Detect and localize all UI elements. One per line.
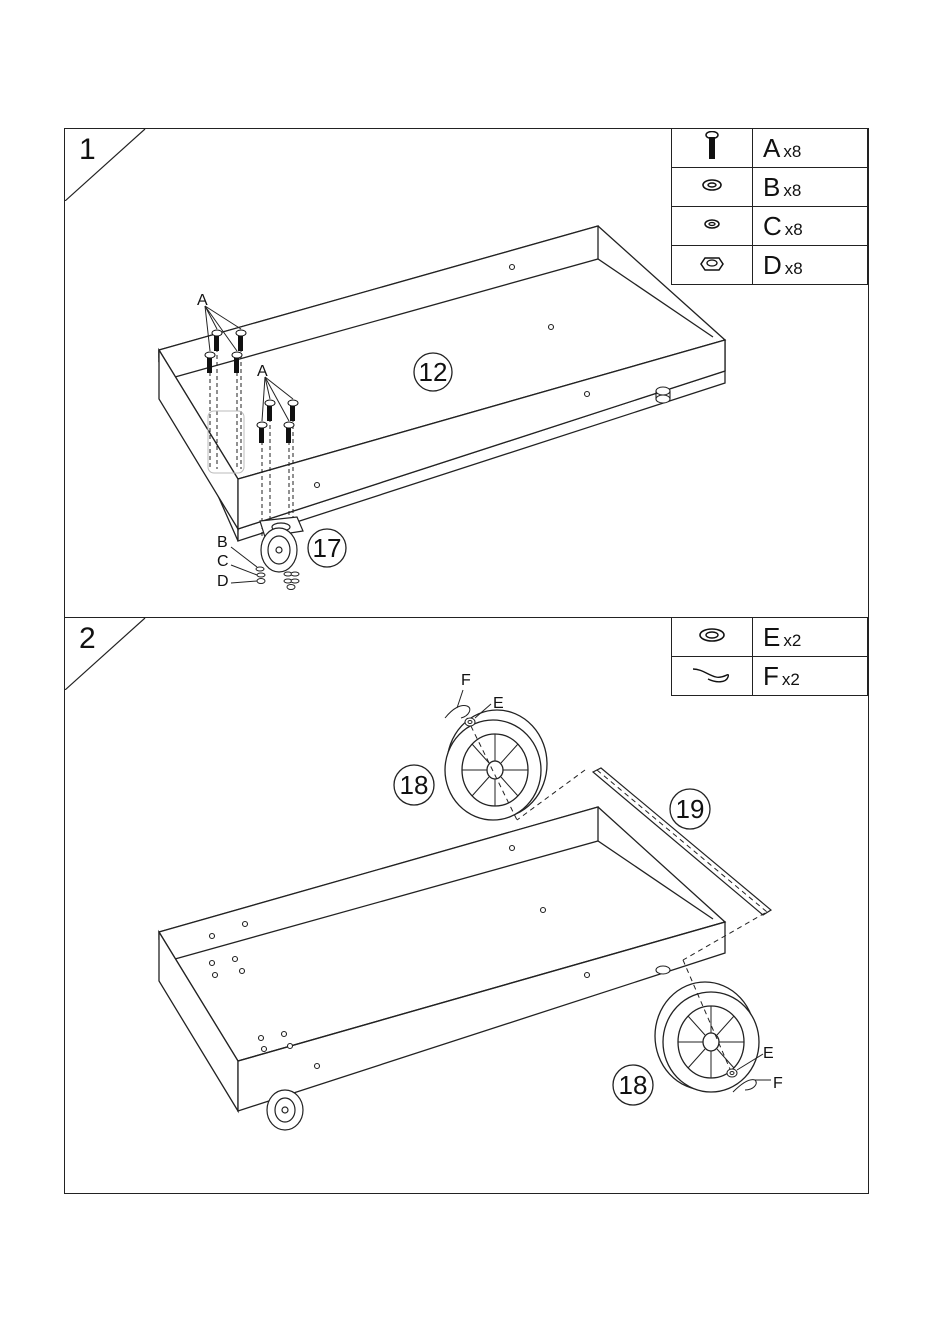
pin-washer-top [445, 706, 475, 727]
label-d: D [217, 573, 229, 590]
callout-18: 18 [619, 1070, 648, 1100]
caster-17 [267, 1090, 303, 1130]
label-a: A [197, 292, 208, 309]
label-e: E [763, 1045, 774, 1062]
tray-12 [159, 807, 725, 1111]
callout-18: 18 [400, 770, 429, 800]
wheel-18-bottom [655, 982, 759, 1092]
callout-19: 19 [676, 794, 705, 824]
wheel-18-top [445, 710, 547, 820]
label-f: F [773, 1075, 783, 1092]
callout-12: 12 [419, 357, 448, 387]
callout-17: 17 [313, 533, 342, 563]
caster-17 [260, 517, 303, 572]
label-f: F [461, 672, 471, 689]
step-1-illustration: A A [65, 129, 870, 619]
label-b: B [217, 534, 228, 551]
step-2-illustration: F E E F 18 19 18 [65, 618, 870, 1195]
label-c: C [217, 553, 229, 570]
label-e: E [493, 695, 504, 712]
label-a: A [257, 363, 268, 380]
